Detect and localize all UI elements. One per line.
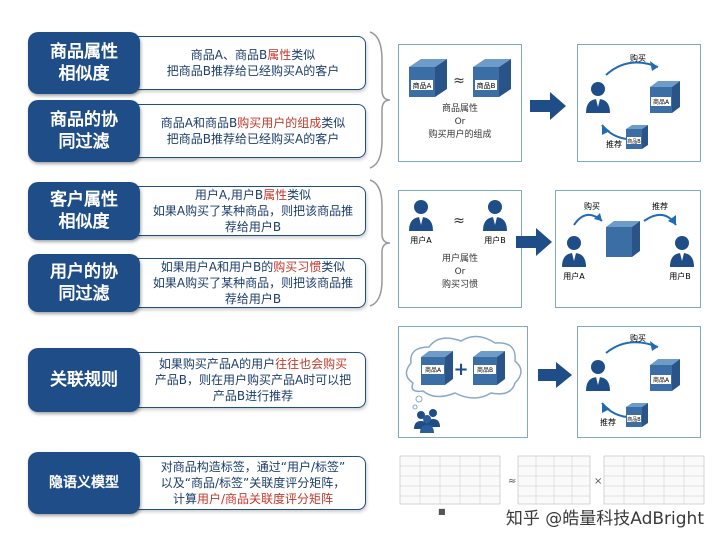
right-arrow-icon — [516, 228, 552, 256]
method-label: 用户的协 同过滤 — [28, 254, 140, 312]
users-group-icon — [414, 409, 440, 433]
method-label: 关联规则 — [28, 348, 140, 412]
svg-text:购买: 购买 — [630, 333, 646, 343]
svg-text:商品A: 商品A — [653, 98, 670, 106]
box-icon — [409, 59, 447, 97]
svg-text:商品B: 商品B — [477, 81, 496, 90]
description-text: 类似 把商品B推荐给已经购买A的客户 — [166, 48, 340, 78]
description-text: 用户A,用户B — [194, 188, 264, 202]
svg-text:商品A: 商品A — [425, 366, 442, 374]
svg-text:≈: ≈ — [508, 476, 516, 487]
svg-text:商品A: 商品A — [413, 81, 432, 90]
panel-association-result: 购买 推荐 商品A 商品B — [577, 326, 701, 438]
product-recommend-illustration: 购买 推荐 商品A 商品B — [586, 53, 680, 149]
product-boxes-illustration: 商品A 商品B ≈ — [409, 59, 511, 97]
row-description: 用户A,用户B属性类似 如果A购买了某种商品，则把该商品推 荐给用户B — [118, 186, 366, 236]
bracket-1 — [369, 31, 391, 169]
watermark: 知乎 @皓量科技AdBright — [505, 509, 704, 529]
bracket-2 — [369, 179, 391, 307]
matrix-illustration: ≈ × ■ — [399, 455, 705, 516]
svg-text:用户B: 用户B — [669, 271, 691, 281]
row-description: 如果购买产品A的用户往往也会购买 产品B，则在用户购买产品A时可以把 产品B进行… — [118, 352, 366, 408]
svg-text:用户A: 用户A — [563, 271, 585, 281]
svg-text:≈: ≈ — [453, 213, 465, 229]
svg-text:商品B: 商品B — [477, 366, 493, 374]
users-illustration: 用户A 用户B ≈ — [409, 200, 507, 245]
svg-text:推荐: 推荐 — [600, 417, 616, 427]
user-icon — [483, 200, 507, 231]
box-icon: 商品B — [626, 403, 648, 427]
description-text: 如果用户A和用户B的 — [160, 260, 274, 274]
svg-text:商品B: 商品B — [627, 138, 641, 145]
description-text: 属性 — [263, 188, 288, 202]
svg-text:商品B: 商品B — [627, 416, 641, 423]
svg-text:■: ■ — [438, 507, 446, 516]
user-icon — [562, 236, 586, 267]
panel-association: 商品A + 商品B — [398, 326, 528, 438]
svg-text:≈: ≈ — [453, 73, 465, 89]
description-text: 商品A和商品B — [160, 116, 238, 130]
box-icon: 商品B — [626, 125, 648, 149]
method-label: 客户属性 相似度 — [28, 182, 140, 240]
row-description: 对商品构造标签，通过“用户/标签” 以及“商品/标签”关联度评分矩阵， 计算用户… — [118, 456, 366, 510]
right-arrow-icon — [538, 362, 572, 388]
description-text: 商品A、商品B — [190, 48, 268, 62]
right-arrow-icon — [530, 92, 566, 120]
user-icon — [586, 82, 610, 113]
svg-text:购买: 购买 — [584, 201, 600, 211]
cloud-illustration: 商品A + 商品B — [405, 335, 522, 433]
svg-text:推荐: 推荐 — [652, 201, 668, 211]
description-text: 类似 如果A购买了某种商品，则把该商品推 荐给用户B — [152, 260, 354, 306]
description-text: 购买用户的组成 — [237, 116, 322, 130]
row-description: 商品A和商品B购买用户的组成类似 把商品B推荐给已经购买A的客户 — [118, 104, 366, 158]
description-text: 用户/商品关联度评分矩阵 — [196, 492, 334, 506]
description-text: 类似 如果A购买了某种商品，则把该商品推 荐给用户B — [152, 188, 354, 234]
svg-text:推荐: 推荐 — [606, 139, 622, 149]
user-icon — [586, 360, 610, 391]
box-icon: 商品A — [650, 81, 680, 113]
row-description: 商品A、商品B属性类似 把商品B推荐给已经购买A的客户 — [118, 36, 366, 90]
description-text: 如果购买产品A的用户 — [158, 357, 276, 371]
user-icon — [670, 236, 694, 267]
box-icon: 商品A — [421, 351, 453, 385]
row-description: 如果用户A和用户B的购买习惯类似 如果A购买了某种商品，则把该商品推 荐给用户B — [118, 258, 366, 308]
svg-text:购买: 购买 — [630, 53, 646, 63]
description-text: 属性 — [267, 48, 292, 62]
box-icon: 商品A — [650, 359, 680, 391]
svg-text:×: × — [594, 476, 602, 487]
panel-user-result: 购买 推荐 用户A 用户B — [555, 190, 701, 308]
method-label: 隐语义模型 — [28, 452, 140, 514]
svg-text:商品A: 商品A — [653, 376, 670, 384]
method-label: 商品属性 相似度 — [28, 32, 140, 94]
svg-text:用户A: 用户A — [410, 235, 432, 245]
method-label: 商品的协 同过滤 — [28, 100, 140, 162]
box-icon — [606, 221, 640, 257]
description-text: 产品B，则在用户购买产品A时可以把 产品B进行推荐 — [154, 373, 352, 403]
panel-product-result: 购买 推荐 商品A 商品B — [577, 44, 701, 162]
user-icon — [409, 200, 433, 231]
user-recommend-illustration: 购买 推荐 用户A 用户B — [562, 201, 694, 281]
svg-text:+: + — [453, 359, 468, 380]
description-text: 往往也会购买 — [275, 357, 348, 371]
box-icon: 商品B — [473, 351, 505, 385]
description-text: 对商品构造标签，通过“用户/标签” 以及“商品/标签”关联度评分矩阵， 计算 — [160, 460, 346, 506]
description-text: 购买习惯 — [273, 260, 322, 274]
svg-text:用户B: 用户B — [484, 235, 506, 245]
association-recommend-illustration: 购买 推荐 商品A 商品B — [586, 333, 680, 427]
description-text: 类似 把商品B推荐给已经购买A的客户 — [166, 116, 346, 146]
box-icon — [473, 59, 511, 97]
